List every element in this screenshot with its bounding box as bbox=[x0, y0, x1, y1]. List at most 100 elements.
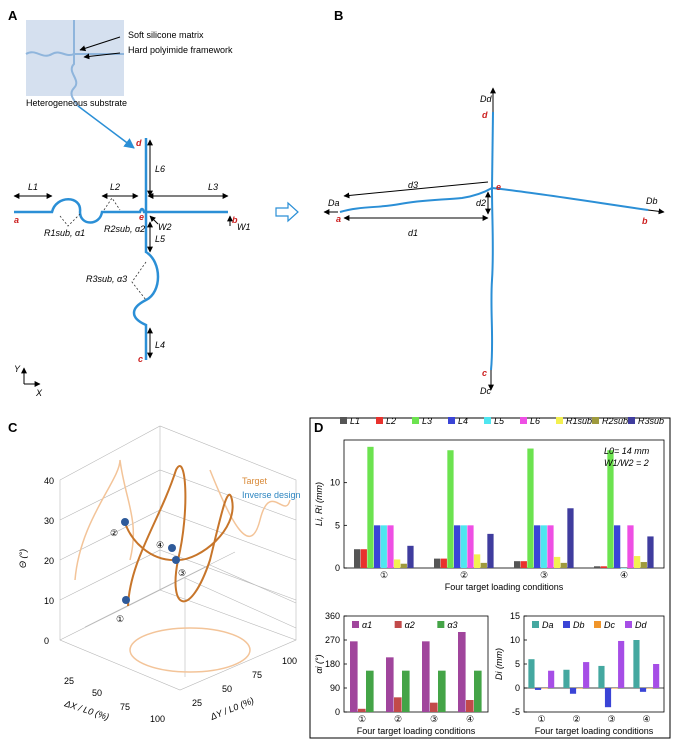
chart1-bar-α3 bbox=[438, 670, 446, 712]
chart2-category-label: ② bbox=[572, 714, 580, 724]
chart0-bar-L1 bbox=[514, 561, 521, 568]
chart2-bar-Dd bbox=[548, 670, 555, 688]
chart0-bar-L1 bbox=[594, 566, 601, 568]
marker-1: ① bbox=[116, 614, 124, 624]
marker-3: ③ bbox=[178, 568, 186, 578]
chart0-legend-label: L6 bbox=[530, 416, 540, 426]
node-e: e bbox=[139, 212, 144, 222]
node-d: d bbox=[136, 138, 142, 148]
chart0-category-label: ② bbox=[460, 570, 468, 580]
panel-b: B d1 d2 d3 Da Db Dc Dd a b c d bbox=[323, 8, 665, 396]
chart2-xlabel: Four target loading conditions bbox=[535, 726, 654, 736]
z-axis-label: Θ (°) bbox=[18, 549, 28, 568]
callout-framework: Hard polyimide framework bbox=[128, 45, 233, 55]
chart2-legend-swatch bbox=[594, 621, 601, 628]
label-l1: L1 bbox=[28, 182, 38, 192]
chart0-bar-R2sub bbox=[640, 562, 647, 568]
point-4 bbox=[168, 544, 176, 552]
chart0-legend-swatch bbox=[376, 417, 383, 424]
chart0-bar-L5 bbox=[620, 568, 627, 569]
y-tick-100: 100 bbox=[282, 656, 297, 666]
node-c: c bbox=[138, 354, 143, 364]
chart0-bar-L2 bbox=[600, 566, 607, 568]
chart2-bar-Dc bbox=[611, 688, 618, 689]
chart0-ytick-label: 10 bbox=[330, 478, 340, 488]
chart2-bar-Da bbox=[528, 659, 535, 688]
chart0-bar-L3 bbox=[527, 448, 534, 568]
chart0-legend-label: L4 bbox=[458, 416, 468, 426]
b-node-d: d bbox=[482, 110, 488, 120]
panel-a-label: A bbox=[8, 8, 18, 23]
chart0-bar-R2sub bbox=[400, 563, 407, 568]
z-tick-10: 10 bbox=[44, 596, 54, 606]
chart0-bar-L3 bbox=[367, 446, 374, 568]
chart0-bar-R1sub bbox=[474, 554, 481, 568]
inset-framework-v bbox=[70, 20, 79, 107]
b-node-a: a bbox=[336, 214, 341, 224]
callout-arrow-framework bbox=[83, 52, 121, 60]
callout-arrow-matrix bbox=[79, 36, 121, 52]
chart2-bar-Dc bbox=[541, 688, 548, 689]
chart0-bar-R3sub bbox=[407, 545, 414, 568]
chart2-bar-Dd bbox=[583, 662, 590, 688]
chart2-legend-label: Dd bbox=[635, 620, 647, 630]
label-w1: W1 bbox=[237, 222, 251, 232]
chart1-ytick-label: 180 bbox=[325, 659, 340, 669]
b-node-c: c bbox=[482, 368, 487, 378]
chart0-bar-L6 bbox=[627, 525, 634, 568]
chart0-ytick-label: 0 bbox=[335, 563, 340, 573]
chart0-legend-label: L2 bbox=[386, 416, 396, 426]
dim-d3 bbox=[343, 181, 489, 199]
chart0-legend-swatch bbox=[484, 417, 491, 424]
inverse-points bbox=[121, 518, 180, 604]
chart1-category-label: ② bbox=[394, 714, 402, 724]
chart2-category-label: ③ bbox=[607, 714, 615, 724]
axis-y-label: Y bbox=[14, 364, 21, 374]
label-r3: R3sub, α3 bbox=[86, 274, 127, 284]
y-axis-label: ΔY / L0 (%) bbox=[208, 695, 255, 722]
chart0-bar-R3sub bbox=[487, 533, 494, 568]
chart0-bar-R1sub bbox=[554, 556, 561, 568]
floor-projection bbox=[129, 627, 251, 673]
label-dd: Dd bbox=[480, 94, 492, 104]
point-2 bbox=[121, 518, 129, 526]
panel-c: C ① ② ③ ④ Target Inverse design Θ ( bbox=[8, 420, 301, 724]
marker-2: ② bbox=[110, 528, 118, 538]
chart0-legend-swatch bbox=[592, 417, 599, 424]
chart1-category-label: ③ bbox=[430, 714, 438, 724]
chart0-legend-swatch bbox=[340, 417, 347, 424]
chart2-legend-swatch bbox=[563, 621, 570, 628]
chart2-frame bbox=[523, 615, 665, 713]
chart2-bar-Dd bbox=[618, 640, 625, 688]
panel-d-label: D bbox=[314, 420, 323, 435]
chart1-bar-α2 bbox=[430, 702, 438, 712]
chart2-legend-swatch bbox=[625, 621, 632, 628]
chart0-legend-swatch bbox=[556, 417, 563, 424]
point-3 bbox=[172, 556, 180, 564]
chart0-legend-label: L5 bbox=[494, 416, 505, 426]
label-d3: d3 bbox=[408, 180, 418, 190]
chart0-bar-R2sub bbox=[560, 562, 567, 568]
node-a: a bbox=[14, 215, 19, 225]
chart2-bar-Da bbox=[563, 669, 570, 688]
dim-w2 bbox=[149, 215, 159, 225]
chart1-bar-α2 bbox=[466, 700, 474, 712]
chart0-bar-R2sub bbox=[480, 562, 487, 568]
chart1-frame bbox=[343, 615, 489, 713]
b-node-b: b bbox=[642, 216, 648, 226]
x-axis-label: ΔX / L0 (%) bbox=[62, 698, 110, 722]
chart0-annotation: L0= 14 mm bbox=[604, 446, 650, 456]
chart1-legend-label: α1 bbox=[362, 620, 372, 630]
chart0-bar-R3sub bbox=[647, 536, 654, 568]
chart1-ytick-label: 0 bbox=[335, 707, 340, 717]
chart2-bar-Dd bbox=[653, 664, 660, 688]
chart0-bar-L4 bbox=[454, 525, 461, 568]
legend-inverse: Inverse design bbox=[242, 490, 301, 500]
chart2-ytick-label: 10 bbox=[510, 635, 520, 645]
chart1-ytick-label: 270 bbox=[325, 635, 340, 645]
chart1-legend-swatch bbox=[352, 621, 359, 628]
legend-target: Target bbox=[242, 476, 268, 486]
chart0-bar-L5 bbox=[380, 525, 387, 568]
